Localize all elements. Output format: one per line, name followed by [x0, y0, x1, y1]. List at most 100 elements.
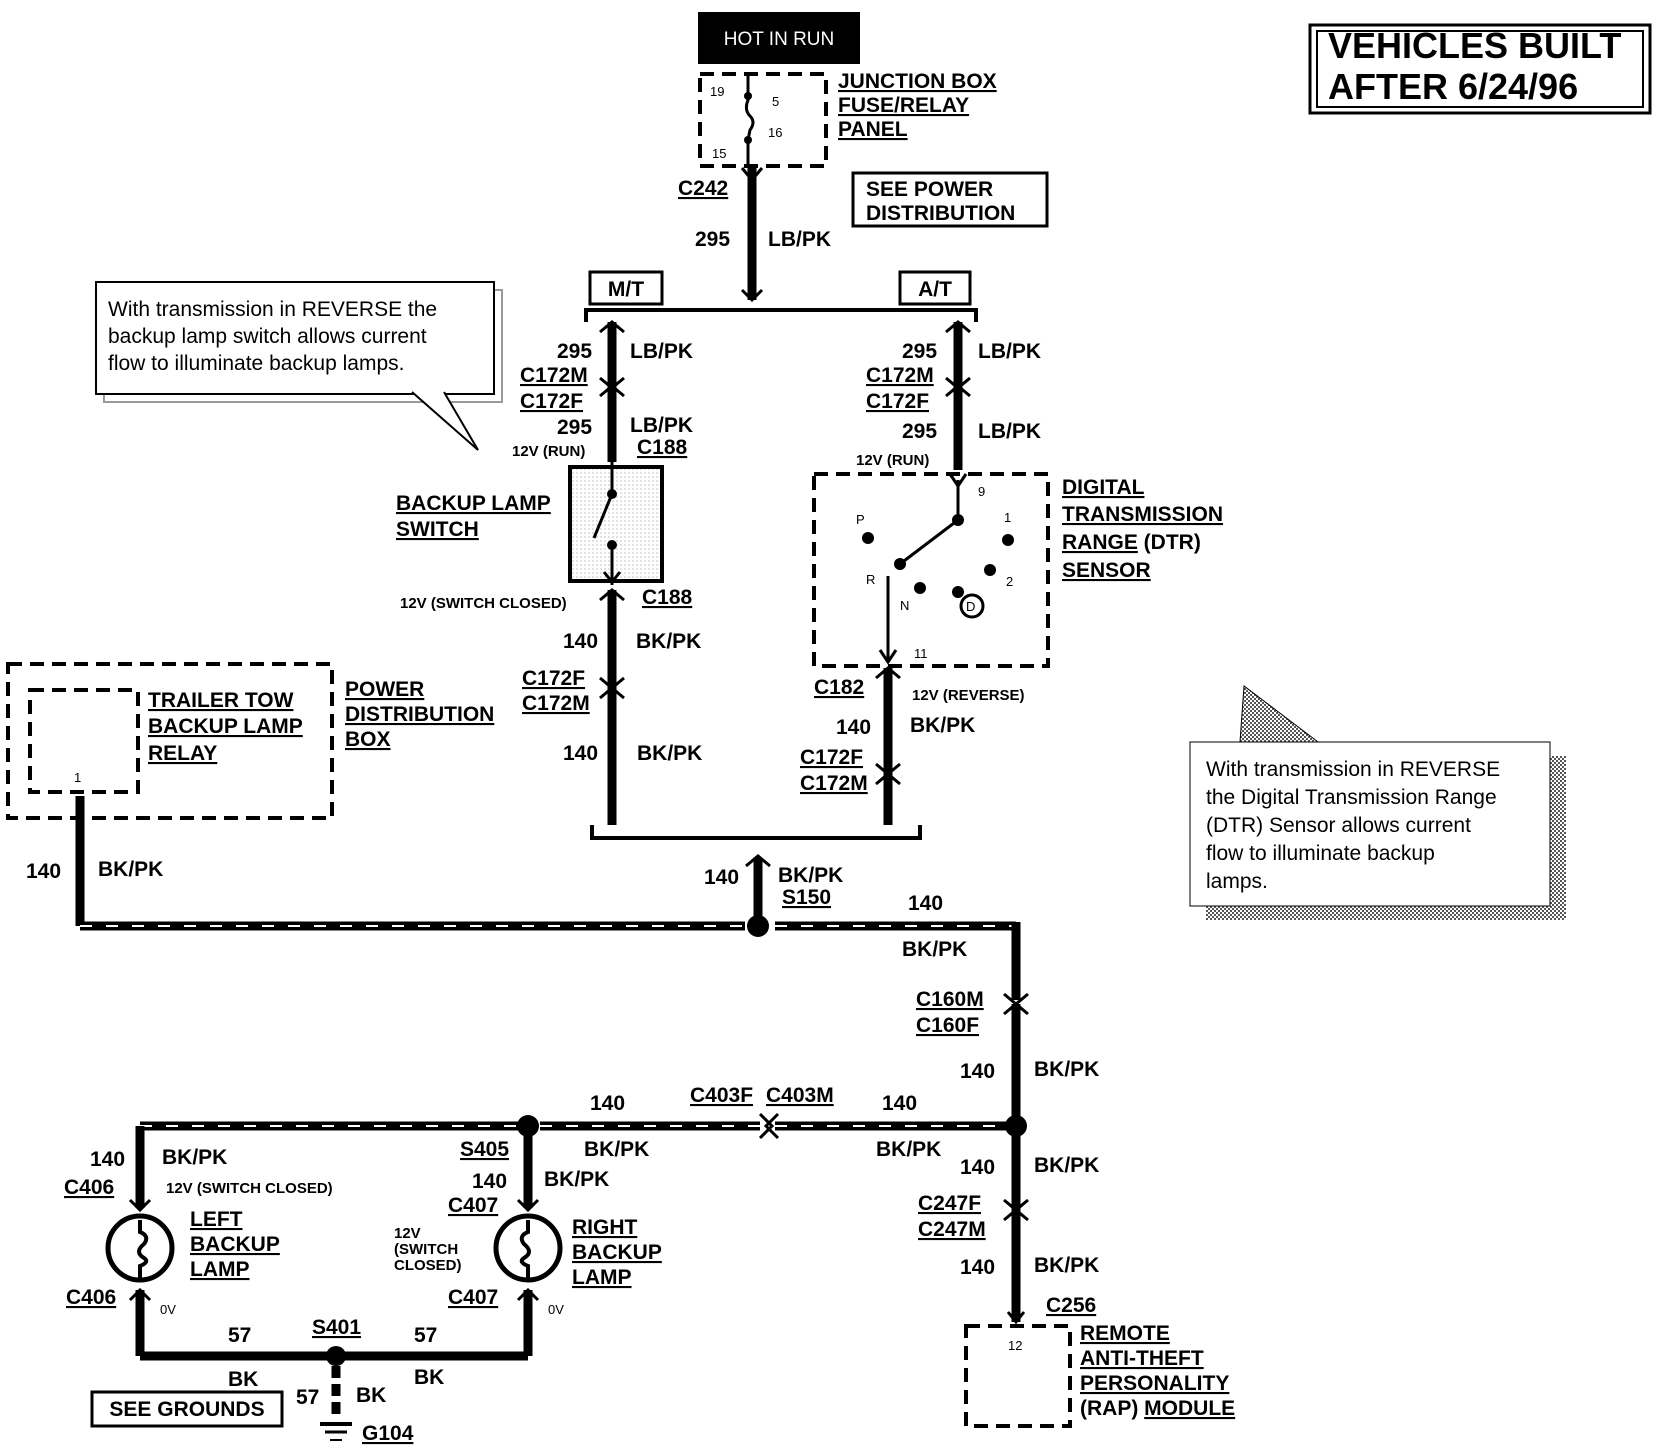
mt-295-b: 295 [557, 416, 592, 439]
rap-140-b: 140 [960, 1256, 995, 1279]
mt-12v-switch-closed: 12V (SWITCH CLOSED) [400, 595, 567, 612]
wire-color-lbpk-top: LB/PK [768, 228, 831, 251]
rap-label-4a: (RAP) [1080, 1397, 1144, 1420]
rap-bkpk-b: BK/PK [1034, 1254, 1099, 1277]
c160-segment: C160M C160F 140 BK/PK [916, 988, 1099, 1126]
s150-bus: 140 BK/PK 140 BK/PK S150 140 BK/PK [26, 796, 1021, 1000]
rap-140-a: 140 [960, 1156, 995, 1179]
trailer-pin-1: 1 [74, 770, 81, 785]
right-lamp-label-1: RIGHT [572, 1216, 638, 1239]
title-line2: AFTER 6/24/96 [1328, 66, 1578, 107]
ground-bk-left: BK [228, 1368, 258, 1391]
c247f-label: C247F [918, 1192, 981, 1215]
at-label: A/T [918, 278, 952, 301]
bus-140: 140 [908, 892, 943, 915]
mt-c188-b: C188 [642, 586, 693, 609]
note-backup-switch: With transmission in REVERSE the backup … [95, 281, 503, 451]
left-bkpk: BK/PK [162, 1146, 227, 1169]
jb-pin-16: 16 [768, 125, 782, 140]
c160-bkpk: BK/PK [1034, 1058, 1099, 1081]
left-0v: 0V [160, 1302, 176, 1317]
see-power-distribution-box: SEE POWER DISTRIBUTION [851, 171, 1049, 228]
dtr-pin-11: 11 [914, 646, 928, 661]
mt-bkpk-a: BK/PK [636, 630, 701, 653]
jb-label-1: JUNCTION BOX [838, 70, 997, 93]
rap-pin-12: 12 [1008, 1338, 1022, 1353]
dtr-2: 2 [1006, 574, 1013, 589]
right-switch: (SWITCH [394, 1241, 458, 1258]
at-c182: C182 [814, 676, 864, 699]
bus-mid-140: 140 [590, 1092, 625, 1115]
dtr-n: N [900, 598, 909, 613]
mt-c172f-a: C172F [520, 390, 583, 413]
ground-bk-right: BK [414, 1366, 444, 1389]
rap-branch: 140 BK/PK C247F C247M 140 BK/PK C256 12 … [918, 1126, 1235, 1428]
trailer-label-3: RELAY [148, 742, 217, 765]
ground-57-right: 57 [414, 1324, 437, 1347]
at-c172f-a: C172F [866, 390, 929, 413]
jb-pin-15: 15 [712, 146, 726, 161]
conn-c242: C242 [678, 177, 728, 200]
rap-label-4b: MODULE [1144, 1397, 1235, 1420]
note-right-line3: (DTR) Sensor allows current [1206, 814, 1471, 837]
pdb-label-2: DISTRIBUTION [345, 703, 494, 726]
jb-pin-5: 5 [772, 94, 779, 109]
s150-140: 140 [704, 866, 739, 889]
see-power-line2: DISTRIBUTION [866, 202, 1015, 225]
circuit-295-top: 295 [695, 228, 730, 251]
dtr-label-3a: RANGE [1062, 531, 1138, 554]
left-lamp-label-2: BACKUP [190, 1233, 280, 1256]
at-c172m-b: C172M [800, 772, 868, 795]
trailer-140: 140 [26, 860, 61, 883]
left-lamp-label-3: LAMP [190, 1258, 250, 1281]
mt-c188-a: C188 [637, 436, 688, 459]
note-right-line4: flow to illuminate backup [1206, 842, 1435, 865]
note-right-line2: the Digital Transmission Range [1206, 786, 1497, 809]
at-bkpk: BK/PK [910, 714, 975, 737]
mt-140-b: 140 [563, 742, 598, 765]
mt-295-a: 295 [557, 340, 592, 363]
dtr-1: 1 [1004, 510, 1011, 525]
mt-140-a: 140 [563, 630, 598, 653]
dtr-label-2: TRANSMISSION [1062, 503, 1223, 526]
dtr-d: D [966, 599, 975, 614]
splice-s401 [326, 1346, 346, 1366]
right-closed: CLOSED) [394, 1257, 462, 1274]
right-c407-a: C407 [448, 1194, 498, 1217]
mt-label: M/T [608, 278, 644, 301]
note-right-line1: With transmission in REVERSE [1206, 758, 1500, 781]
bus-right-140: 140 [882, 1092, 917, 1115]
dtr-label-3: RANGE (DTR) [1062, 531, 1201, 554]
switch-icon [592, 493, 614, 539]
see-grounds-box [90, 1390, 284, 1428]
at-12v-run: 12V (RUN) [856, 452, 929, 469]
s405-label: S405 [460, 1138, 509, 1161]
mt-lbpk-b: LB/PK [630, 414, 693, 437]
jb-label-3: PANEL [838, 118, 908, 141]
right-lamp-label-2: BACKUP [572, 1241, 662, 1264]
note-left-line1: With transmission in REVERSE the [108, 298, 437, 321]
left-lamp-label-1: LEFT [190, 1208, 243, 1231]
mt-c172m-b: C172M [522, 692, 590, 715]
note-left-line2: backup lamp switch allows current [108, 325, 427, 348]
jb-pin-19: 19 [710, 84, 724, 99]
mt-lbpk-a: LB/PK [630, 340, 693, 363]
right-bkpk: BK/PK [544, 1168, 609, 1191]
left-backup-lamp-branch: 140 BK/PK C406 12V (SWITCH CLOSED) LEFT … [64, 1126, 333, 1356]
dtr-label-1: DIGITAL [1062, 476, 1145, 499]
at-12v-reverse: 12V (REVERSE) [912, 687, 1025, 704]
right-lamp-label-3: LAMP [572, 1266, 632, 1289]
title-line1: VEHICLES BUILT [1328, 25, 1621, 66]
at-295-b: 295 [902, 420, 937, 443]
ground-57-down: 57 [296, 1386, 319, 1409]
rap-module-box [964, 1324, 1072, 1428]
right-140: 140 [472, 1170, 507, 1193]
s150-label: S150 [782, 886, 831, 909]
see-grounds-label: SEE GROUNDS [109, 1398, 264, 1421]
right-backup-lamp-branch: S405 140 BK/PK C407 12V (SWITCH CLOSED) … [394, 1126, 662, 1356]
at-295-a: 295 [902, 340, 937, 363]
bus-bkpk: BK/PK [902, 938, 967, 961]
note-right-line5: lamps. [1206, 870, 1268, 893]
mt-c172f-b: C172F [522, 667, 585, 690]
